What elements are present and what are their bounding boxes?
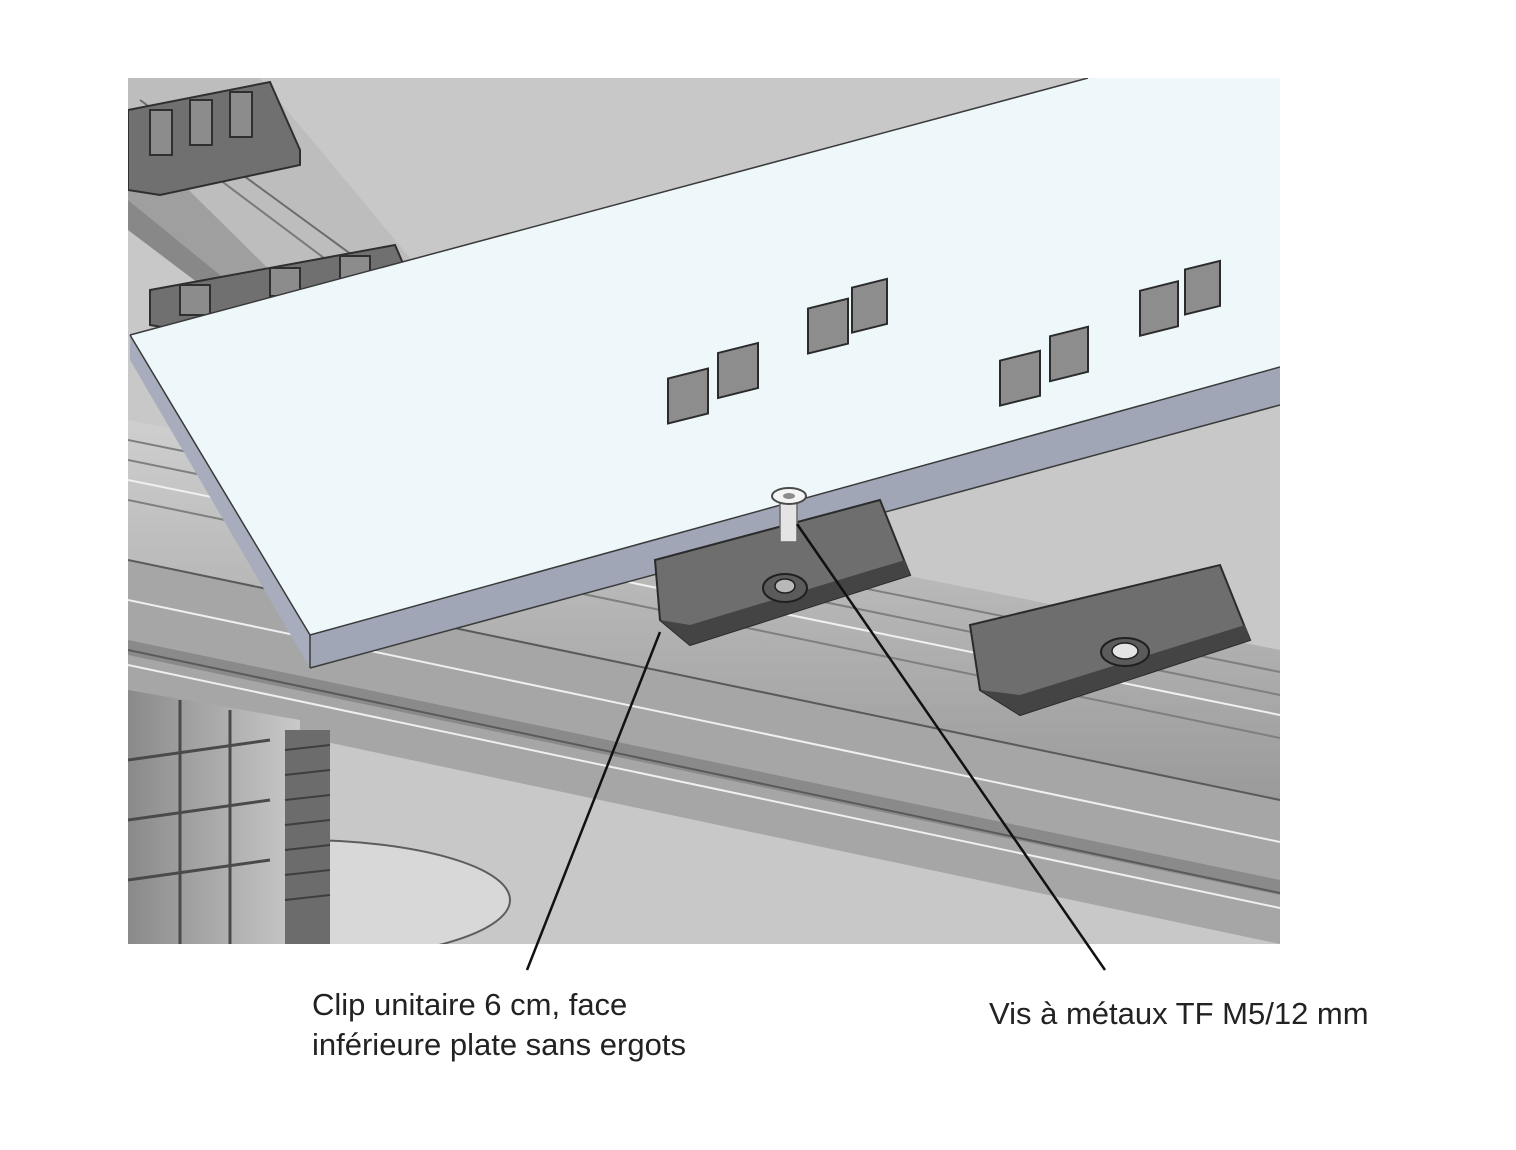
render-viewport <box>128 78 1280 944</box>
pedestal-support <box>128 690 511 944</box>
clip-callout-label: Clip unitaire 6 cm, face inférieure plat… <box>312 985 686 1065</box>
clip-with-screw <box>653 277 912 647</box>
screw <box>771 487 807 543</box>
screw-leader-line <box>795 523 1107 971</box>
clip-free <box>968 259 1252 717</box>
clip-callout-line1: Clip unitaire 6 cm, face <box>312 987 628 1022</box>
clip-leader-line <box>525 631 662 971</box>
background-clip-middle <box>149 243 406 332</box>
screw-callout-text: Vis à métaux TF M5/12 mm <box>989 996 1369 1031</box>
screw-callout-label: Vis à métaux TF M5/12 mm <box>989 994 1369 1034</box>
background-clip-top <box>128 80 301 197</box>
clip-callout-line2: inférieure plate sans ergots <box>312 1027 686 1062</box>
